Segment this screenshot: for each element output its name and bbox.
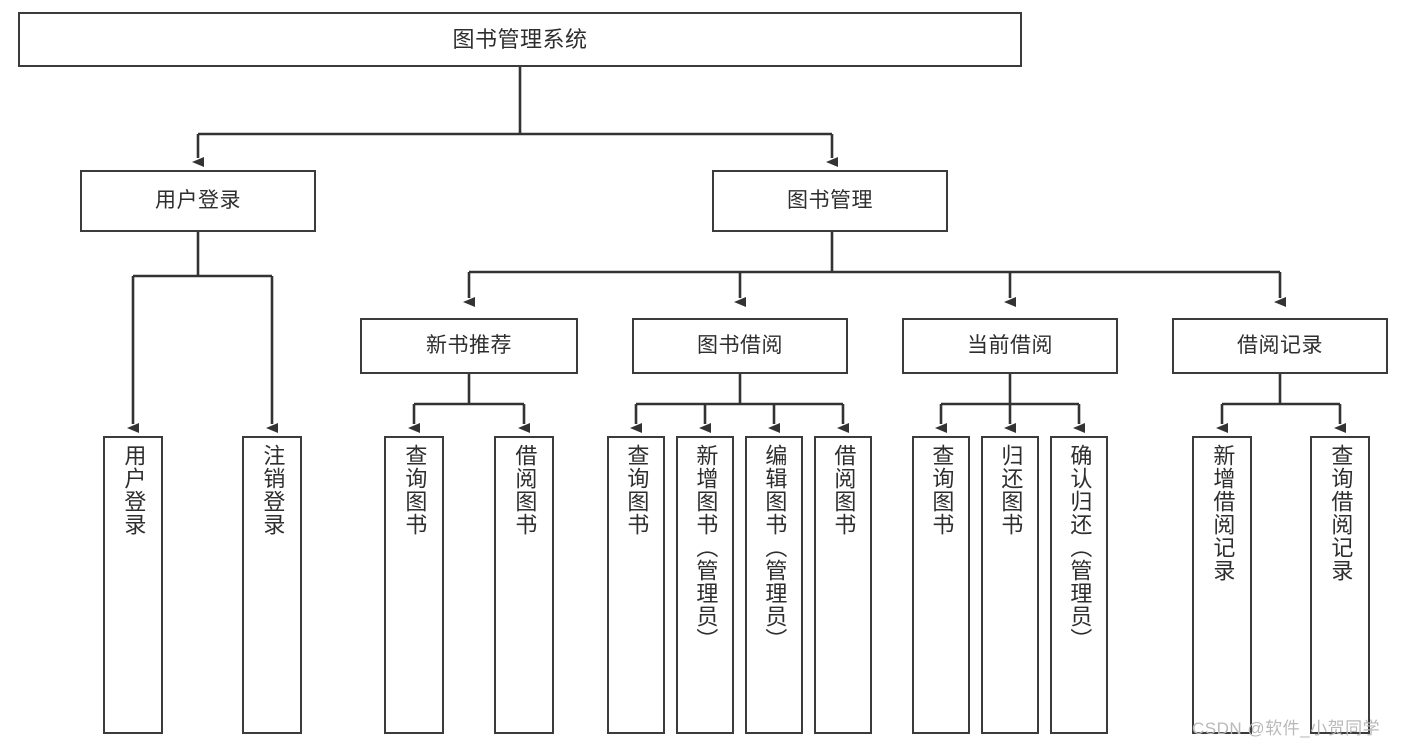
node-new-book-recommend[interactable]: 新书推荐 (360, 318, 578, 374)
node-label: 借阅记录 (1237, 333, 1323, 357)
leaf-current-borrow-query[interactable]: 查询图书 (912, 436, 970, 734)
node-book-borrow[interactable]: 图书借阅 (632, 318, 848, 374)
node-label: 确认归还（管理员） (1067, 444, 1093, 651)
node-user-login[interactable]: 用户登录 (80, 170, 316, 232)
leaf-borrow-record-query[interactable]: 查询借阅记录 (1310, 436, 1370, 734)
node-label: 查询图书 (929, 444, 955, 536)
node-label: 当前借阅 (967, 333, 1053, 357)
node-label: 借阅图书 (512, 444, 538, 536)
leaf-user-login-logout[interactable]: 注销登录 (242, 436, 302, 734)
leaf-book-borrow-add[interactable]: 新增图书（管理员） (676, 436, 734, 734)
node-label: 查询图书 (402, 444, 428, 536)
node-label: 编辑图书（管理员） (762, 444, 788, 651)
leaf-book-borrow-query[interactable]: 查询图书 (607, 436, 665, 734)
node-book-management[interactable]: 图书管理 (712, 170, 948, 232)
watermark-text: CSDN @软件_小贺同学 (1192, 719, 1381, 738)
leaf-new-book-borrow[interactable]: 借阅图书 (494, 436, 554, 734)
leaf-book-borrow-borrow[interactable]: 借阅图书 (814, 436, 872, 734)
leaf-book-borrow-edit[interactable]: 编辑图书（管理员） (745, 436, 803, 734)
node-label: 归还图书 (998, 444, 1024, 536)
node-label: 新增图书（管理员） (693, 444, 719, 651)
node-current-borrow[interactable]: 当前借阅 (902, 318, 1118, 374)
node-label: 查询图书 (624, 444, 650, 536)
node-label: 借阅图书 (831, 444, 857, 536)
node-label: 图书管理 (787, 188, 873, 212)
leaf-current-borrow-confirm-return[interactable]: 确认归还（管理员） (1050, 436, 1108, 734)
node-root-system[interactable]: 图书管理系统 (18, 12, 1022, 67)
node-label: 用户登录 (155, 188, 241, 212)
leaf-user-login-login[interactable]: 用户登录 (103, 436, 163, 734)
leaf-current-borrow-return[interactable]: 归还图书 (981, 436, 1039, 734)
node-label: 新增借阅记录 (1210, 444, 1236, 582)
node-label: 查询借阅记录 (1328, 444, 1354, 582)
node-label: 注销登录 (260, 444, 286, 536)
node-label: 图书管理系统 (452, 26, 588, 52)
node-borrow-record[interactable]: 借阅记录 (1172, 318, 1388, 374)
leaf-borrow-record-add[interactable]: 新增借阅记录 (1192, 436, 1252, 734)
node-label: 用户登录 (121, 444, 147, 536)
leaf-new-book-query[interactable]: 查询图书 (384, 436, 444, 734)
node-label: 图书借阅 (697, 333, 783, 357)
node-label: 新书推荐 (426, 333, 512, 357)
